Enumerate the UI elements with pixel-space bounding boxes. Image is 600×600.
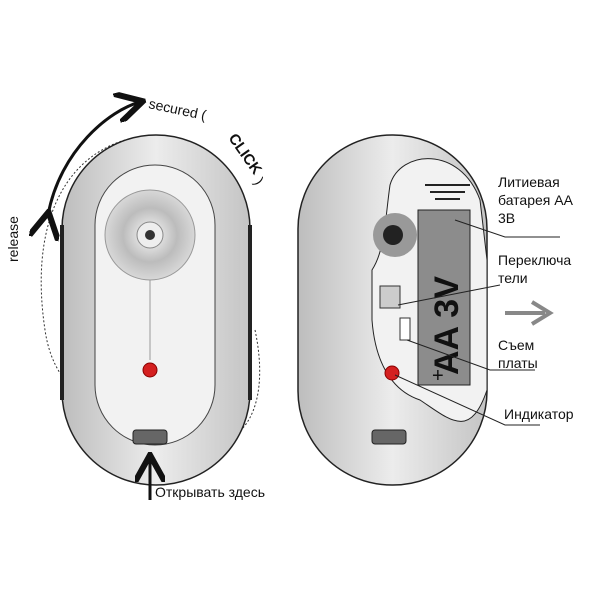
release-label: release: [5, 216, 21, 262]
indicator-label: Индикатор: [504, 406, 574, 422]
connector-label-line-2: платы: [498, 355, 538, 371]
battery-marking: AA 3V: [428, 276, 466, 375]
battery-label-line-3: 3В: [498, 210, 515, 226]
led-indicator: [142, 362, 158, 378]
open-here-label: Открывать здесь: [155, 484, 265, 500]
open-slot: [132, 429, 168, 445]
secured-label: secured (: [147, 95, 208, 123]
rotate-arrow: [48, 102, 140, 215]
battery-label-line-1: Литиевая: [498, 174, 560, 190]
left-device: [41, 102, 261, 500]
battery-plus: +: [432, 365, 444, 387]
direction-arrow: [505, 300, 554, 326]
right-device: AA 3V +: [297, 134, 560, 486]
battery-label-line-2: батарея АА: [498, 192, 574, 208]
battery: [417, 209, 471, 386]
switches-label-line-2: тели: [498, 270, 528, 286]
switches-label-line-1: Переключа: [498, 252, 571, 268]
connector-label-line-1: Съем: [498, 337, 534, 353]
dip-switch: [379, 285, 401, 309]
close-paren: ): [252, 175, 268, 188]
connector: [399, 317, 411, 341]
led-indicator: [384, 365, 400, 381]
